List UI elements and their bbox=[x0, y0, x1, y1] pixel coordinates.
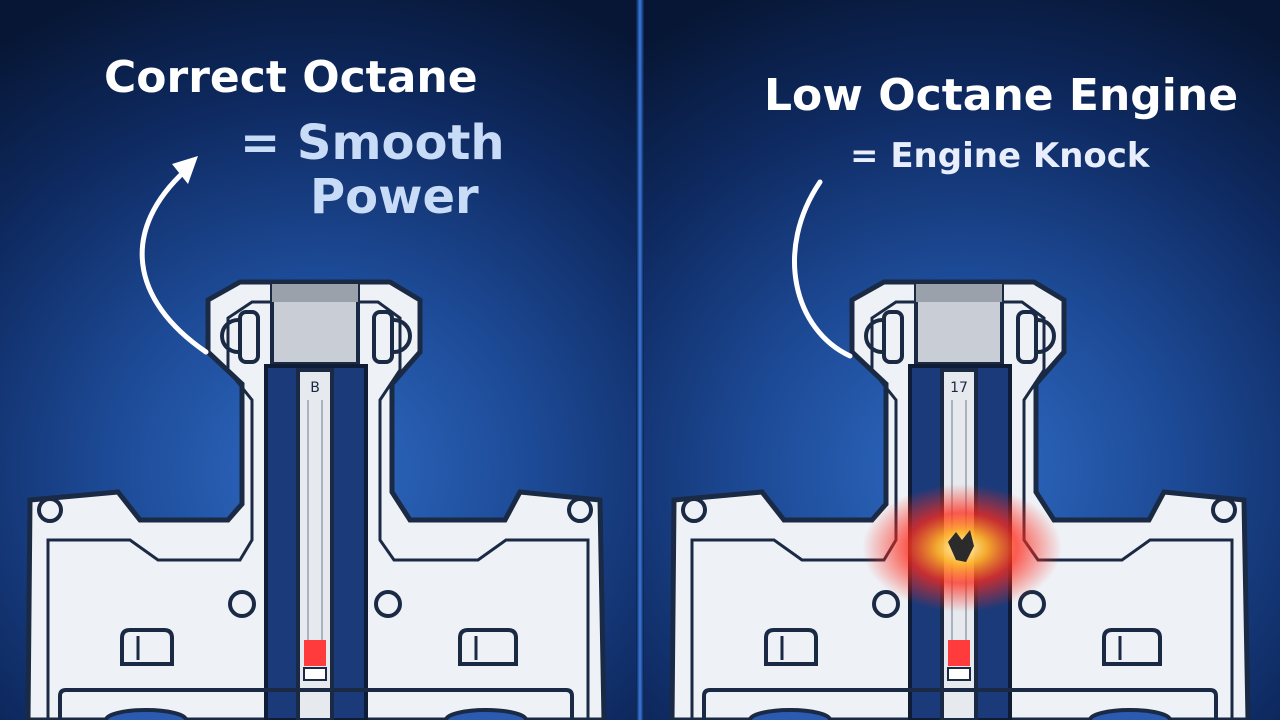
left-panel: B Correct Octane = Smooth Power bbox=[0, 0, 636, 720]
left-mount-bolt bbox=[864, 310, 904, 364]
right-subtitle: = Engine Knock bbox=[850, 136, 1150, 176]
bolt-hole bbox=[872, 590, 900, 618]
right-gauge-label: 17 bbox=[950, 380, 968, 396]
right-panel: 17 Low Octane Engine = Engine Knock bbox=[644, 0, 1280, 720]
right-mount-bolt bbox=[372, 310, 412, 364]
intake-port bbox=[764, 628, 818, 666]
valve-right bbox=[444, 708, 528, 720]
valve-right bbox=[1088, 708, 1172, 720]
intake-port bbox=[120, 628, 174, 666]
left-title: Correct Octane bbox=[104, 52, 478, 103]
mount-hole bbox=[37, 497, 63, 523]
panel-divider bbox=[636, 0, 644, 720]
exhaust-port bbox=[458, 628, 518, 666]
left-subtitle-line2: Power bbox=[310, 169, 479, 225]
mount-hole bbox=[1211, 497, 1237, 523]
left-gauge-label: B bbox=[310, 380, 320, 396]
left-mount-bolt bbox=[220, 310, 260, 364]
hot-indicator bbox=[948, 640, 970, 666]
mount-hole bbox=[567, 497, 593, 523]
valve-left bbox=[104, 708, 188, 720]
curved-arrow-icon bbox=[139, 156, 209, 355]
cylinder-cap-shade bbox=[916, 284, 1002, 302]
lower-block-edge bbox=[58, 688, 574, 720]
hot-indicator bbox=[304, 640, 326, 666]
right-title: Low Octane Engine bbox=[764, 70, 1239, 121]
bolt-hole bbox=[374, 590, 402, 618]
curved-arrow-icon bbox=[792, 179, 853, 359]
mount-hole bbox=[681, 497, 707, 523]
left-subtitle: = Smooth Power bbox=[240, 116, 505, 224]
left-subtitle-line1: = Smooth bbox=[240, 115, 505, 171]
exhaust-port bbox=[1102, 628, 1162, 666]
left-engine-diagram: B bbox=[25, 156, 607, 720]
engine-inner-outline bbox=[46, 300, 590, 720]
spark-plug-icon bbox=[296, 368, 334, 720]
valve-left bbox=[748, 708, 832, 720]
bolt-hole bbox=[228, 590, 256, 618]
lower-block-edge bbox=[702, 688, 1218, 720]
cylinder-cap-shade bbox=[272, 284, 358, 302]
knock-burst-icon bbox=[862, 484, 1062, 612]
right-mount-bolt bbox=[1016, 310, 1056, 364]
right-engine-diagram: 17 bbox=[669, 179, 1251, 720]
